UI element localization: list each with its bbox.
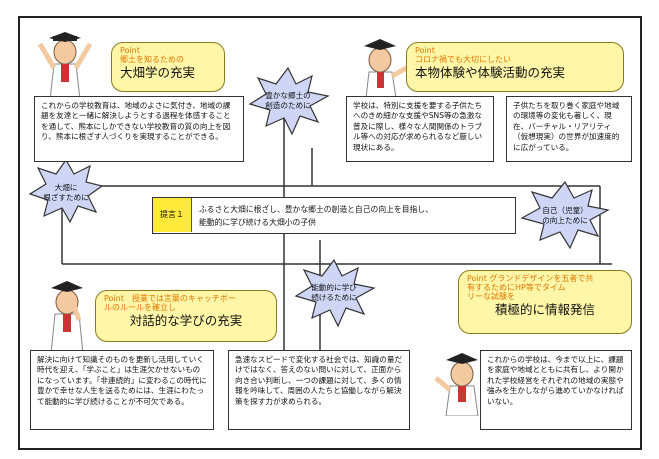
point-callout-dialogue-learning: Point 授業では言葉のキャッチボー ルのルールを確立し 対話的な学びの充実 xyxy=(95,290,277,342)
proposal-line-2: 能動的に学び続ける大畑小の子供 xyxy=(199,218,316,227)
point-caption: Point 授業では言葉のキャッチボー ルのルールを確立し xyxy=(104,294,236,312)
point-title: 大畑学の充実 xyxy=(120,65,196,80)
professor-pointing-figure xyxy=(364,39,412,98)
point-title: 積極的に情報発信 xyxy=(494,302,595,317)
text-box-lifelong-learning: 解決に向けて知識そのものを更新し活用していく時代を迎え、「学ぶこと」は生涯欠かせ… xyxy=(30,350,214,430)
proposal-label: 提言１ xyxy=(153,198,192,232)
star-label-right: 自己（児童） の向上ために xyxy=(542,206,588,225)
star-label-top: 豊かな郷土の 創造のために xyxy=(265,91,311,110)
text-box-open-school: これからの学校は、今まで以上に、課題を家庭や地域とともに共有し、より開かれた学校… xyxy=(480,350,632,430)
star-burst-top xyxy=(248,66,330,136)
point-caption: Point コロナ禍でも大切にしたい xyxy=(415,46,511,64)
text-box-school-situation: 学校は、特別に支援を要する子供たちへのきめ細かな支援やSNS等の急激な普及に際し… xyxy=(346,96,494,162)
professor-thinking-figure xyxy=(50,281,84,354)
point-callout-info-dissemination: Point グランドデザインを五者で共 有するためにHP等でタイム リーな試験を… xyxy=(458,270,632,334)
point-caption: Point グランドデザインを五者で共 有するためにHP等でタイム リーな試験を xyxy=(467,274,594,301)
point-callout-real-experience: Point コロナ禍でも大切にしたい 本物体験や体験活動の充実 xyxy=(406,42,624,92)
text-box-environment-change: 子供たちを取り巻く家庭や地域の環境等の変化も著しく、現在、バーチャル・リアリティ… xyxy=(506,96,632,162)
star-burst-right xyxy=(520,180,610,250)
star-label-bottom: 能動的に学び 続けるために xyxy=(311,283,357,302)
proposal-text: ふるさと大畑に根ざし、豊かな郷土の創造と自己の向上を目指し、 能動的に学び続ける… xyxy=(199,203,511,229)
text-box-local-education: これからの学校教育は、地域のよさに気付き、地域の課題を友達と一緒に解決しようとす… xyxy=(34,96,244,162)
point-callout-okihata-gaku: Point 郷土を知るための 大畑学の充実 xyxy=(111,42,225,92)
text-box-changing-society: 急速なスピードで変化する社会では、知識の量だけではなく、答えのない問いに対して、… xyxy=(228,350,410,430)
star-label-left: 大畑に 根ざすために xyxy=(43,183,89,202)
proposal-line-1: ふるさと大畑に根ざし、豊かな郷土の創造と自己の向上を目指し、 xyxy=(199,205,433,214)
star-burst-bottom xyxy=(294,258,376,328)
professor-presenting-figure xyxy=(434,353,479,416)
star-burst-left xyxy=(28,158,104,224)
point-caption: Point 郷土を知るための xyxy=(120,46,184,64)
point-title: 対話的な学びの充実 xyxy=(129,313,243,328)
proposal-box: 提言１ ふるさと大畑に根ざし、豊かな郷土の創造と自己の向上を目指し、 能動的に学… xyxy=(152,197,516,234)
point-title: 本物体験や体験活動の充実 xyxy=(415,65,566,80)
